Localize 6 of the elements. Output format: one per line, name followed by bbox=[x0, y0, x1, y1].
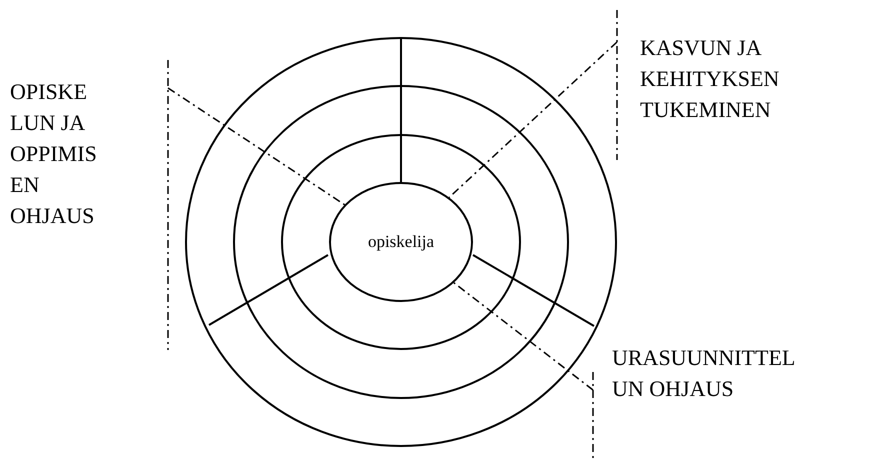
section-label: KASVUN JA KEHITYKSEN TUKEMINEN bbox=[640, 34, 780, 124]
section-label: URASUUNNITTEL UN OHJAUS bbox=[612, 344, 796, 403]
leader-line bbox=[453, 282, 594, 391]
leader-line bbox=[168, 87, 345, 206]
section-label: OPISKE LUN JA OPPIMIS EN OHJAUS bbox=[10, 78, 98, 230]
leader-line bbox=[448, 41, 618, 198]
